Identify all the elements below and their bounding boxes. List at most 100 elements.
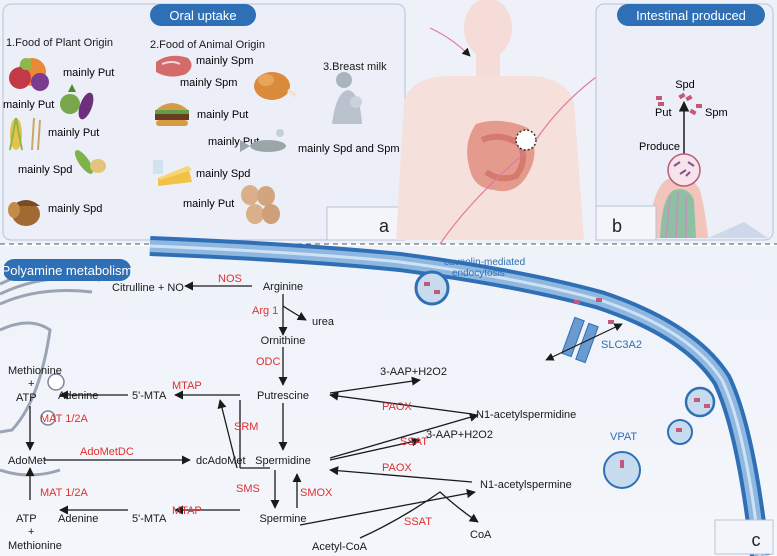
panel-b-letter-box bbox=[595, 205, 657, 241]
caveolin-label-1: caveolin-mediated bbox=[444, 257, 525, 268]
acetyl-coa: Acetyl-CoA bbox=[312, 541, 368, 553]
spermidine: Spermidine bbox=[255, 455, 311, 467]
enzyme-mtap-1: MTAP bbox=[172, 380, 202, 392]
enzyme-smox: SMOX bbox=[300, 487, 333, 499]
slc3a2-label: SLC3A2 bbox=[601, 339, 642, 351]
human-body-icon bbox=[396, 0, 584, 240]
methionine-1: Methionine bbox=[8, 365, 62, 377]
enzyme-paox-1: PAOX bbox=[382, 401, 412, 413]
cheese-icon bbox=[153, 160, 192, 186]
col3-title: 3.Breast milk bbox=[323, 61, 387, 73]
grain-label: mainly Put bbox=[48, 127, 99, 139]
arginine: Arginine bbox=[263, 281, 303, 293]
produce-label: Produce bbox=[639, 141, 680, 153]
enzyme-nos: NOS bbox=[218, 273, 242, 285]
panel-b-header-pill bbox=[617, 4, 765, 26]
ornithine: Ornithine bbox=[261, 335, 306, 347]
n1-acetylspermine: N1-acetylspermine bbox=[480, 479, 572, 491]
cell-membrane bbox=[149, 236, 770, 556]
nut-label: mainly Spd bbox=[48, 203, 102, 215]
panel-a-header-pill bbox=[150, 4, 256, 26]
polyamine-molecule-icons bbox=[656, 92, 702, 116]
adomet: AdoMet bbox=[8, 455, 46, 467]
uptake-link bbox=[439, 151, 527, 245]
vpat-label: VPAT bbox=[610, 431, 637, 443]
panel-a-header: Oral uptake bbox=[169, 8, 236, 23]
milk-label: mainly Spd and Spm bbox=[298, 143, 400, 155]
5-mta-1: 5'-MTA bbox=[132, 390, 167, 402]
adenine-2: Adenine bbox=[58, 513, 98, 525]
panel-a-letter: a bbox=[379, 216, 390, 236]
putrescine: Putrescine bbox=[257, 390, 309, 402]
enzyme-ssat-1: SSAT bbox=[400, 436, 428, 448]
enzyme-mtap-2: MTAP bbox=[172, 505, 202, 517]
vegetable-icon bbox=[60, 84, 94, 120]
methionine-2: Methionine bbox=[8, 540, 62, 552]
enzyme-sms: SMS bbox=[236, 483, 260, 495]
plus-2: + bbox=[28, 526, 34, 538]
3-aap-h2o2-1: 3-AAP+H2O2 bbox=[380, 366, 447, 378]
legume-icon bbox=[74, 150, 106, 174]
vesicle-icons bbox=[603, 386, 716, 489]
enzyme-arg1: Arg 1 bbox=[252, 305, 278, 317]
col1-title: 1.Food of Plant Origin bbox=[6, 37, 113, 49]
dcadomet: dcAdoMet bbox=[196, 455, 246, 467]
nut-icon bbox=[8, 200, 40, 226]
panel-c-letter: c bbox=[752, 530, 761, 550]
meat-label: mainly Spm bbox=[196, 55, 253, 67]
slc3a2-transporter-icon bbox=[545, 298, 623, 364]
veg-label: mainly Put bbox=[3, 99, 54, 111]
panel-a-letter-box bbox=[326, 206, 406, 241]
legume-label: mainly Spd bbox=[18, 164, 72, 176]
enzyme-odc: ODC bbox=[256, 356, 281, 368]
enzyme-ssat-2: SSAT bbox=[404, 516, 432, 528]
panel-b-letter: b bbox=[612, 216, 622, 236]
pathway-arrows bbox=[25, 281, 479, 539]
fruit-icon bbox=[9, 58, 49, 91]
panel-c-header: Polyamine metabolism bbox=[2, 263, 133, 278]
grain-icon bbox=[9, 117, 41, 151]
coa: CoA bbox=[470, 529, 492, 541]
caveolin-label-2: endocytosis bbox=[452, 268, 505, 279]
citrulline-no: Citrulline + NO bbox=[112, 282, 184, 294]
spd-label: Spd bbox=[675, 79, 695, 91]
n1-acetylspermidine: N1-acetylspermidine bbox=[476, 409, 576, 421]
caveolin-vesicle-icon bbox=[414, 270, 450, 306]
fruit-label: mainly Put bbox=[63, 67, 114, 79]
enzyme-srm: SRM bbox=[234, 421, 258, 433]
atp-1: ATP bbox=[16, 392, 37, 404]
panel-c-letter-box bbox=[714, 519, 774, 555]
poultry-icon bbox=[254, 72, 297, 100]
enzyme-mat-1: MAT 1/2A bbox=[40, 413, 89, 425]
plus-1: + bbox=[28, 378, 34, 390]
panel-c-background bbox=[0, 246, 777, 556]
egg-label: mainly Put bbox=[183, 198, 234, 210]
panel-c-header-pill bbox=[3, 259, 131, 281]
fish-icon bbox=[240, 129, 286, 152]
burger-icon bbox=[155, 103, 189, 126]
burger-label: mainly Put bbox=[197, 109, 248, 121]
egg-icon bbox=[241, 185, 280, 224]
meat-icon bbox=[156, 55, 192, 77]
enzyme-adometdc: AdoMetDC bbox=[80, 446, 134, 458]
poultry-label: mainly Spm bbox=[180, 77, 237, 89]
enzyme-mat-2: MAT 1/2A bbox=[40, 487, 89, 499]
intestinal-villi-icon bbox=[604, 153, 768, 239]
atp-2: ATP bbox=[16, 513, 37, 525]
cheese-label: mainly Spd bbox=[196, 168, 250, 180]
put-label: Put bbox=[655, 107, 672, 119]
oral-uptake-arrow bbox=[429, 27, 471, 57]
3-aap-h2o2-2: 3-AAP+H2O2 bbox=[426, 429, 493, 441]
spm-label: Spm bbox=[705, 107, 728, 119]
breastfeeding-icon bbox=[332, 72, 362, 124]
col2-title: 2.Food of Animal Origin bbox=[150, 39, 265, 51]
adenine-1: Adenine bbox=[58, 390, 98, 402]
intestinal-link bbox=[535, 73, 601, 141]
enzyme-paox-2: PAOX bbox=[382, 462, 412, 474]
spermine: Spermine bbox=[259, 513, 306, 525]
urea: urea bbox=[312, 316, 335, 328]
panel-b-header: Intestinal produced bbox=[636, 8, 746, 23]
5-mta-2: 5'-MTA bbox=[132, 513, 167, 525]
